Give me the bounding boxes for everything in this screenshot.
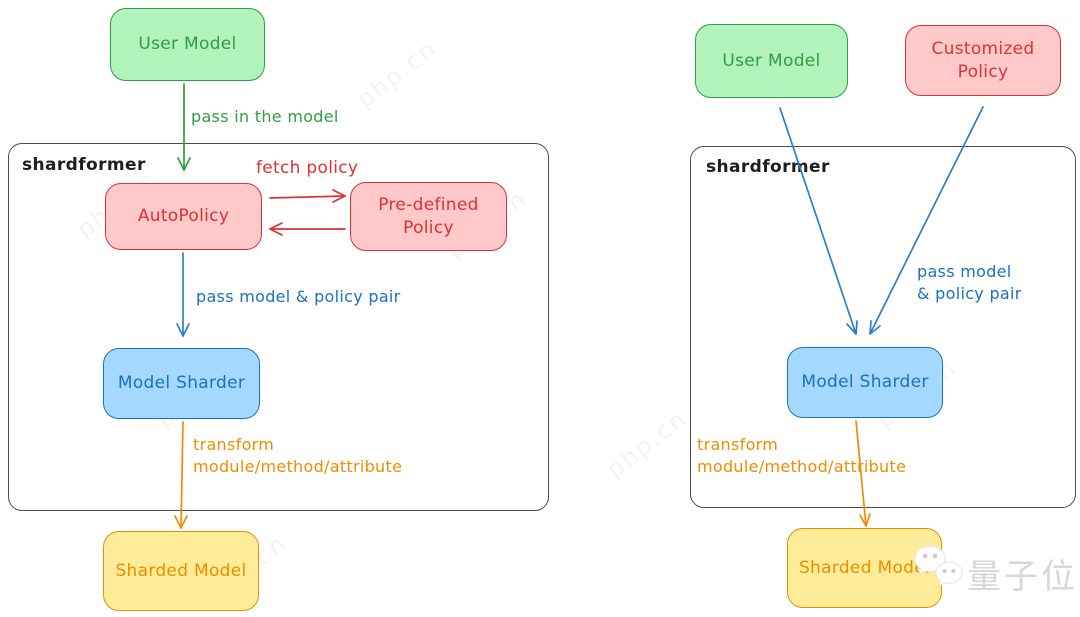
brand-watermark: 量子位 <box>913 544 1078 600</box>
sharded-model-node-left: Sharded Model <box>103 531 259 611</box>
site-watermark: php.cn <box>601 404 693 484</box>
pass-pair-label-left: pass model & policy pair <box>196 287 401 306</box>
chat-bubbles-icon <box>914 545 963 587</box>
site-watermark: php.cn <box>351 34 443 114</box>
model-sharder-node-left: Model Sharder <box>103 348 260 419</box>
sharded-model-node-right: Sharded Model <box>787 528 942 608</box>
fetch-policy-label: fetch policy <box>256 158 359 178</box>
frame-label-left: shardformer <box>22 155 146 175</box>
transform-label-left: transform module/method/attribute <box>193 435 403 477</box>
transform-label-right: transform module/method/attribute <box>697 435 907 477</box>
brand-watermark-text: 量子位 <box>967 557 1078 597</box>
frame-label-right: shardformer <box>706 157 830 177</box>
model-sharder-node-right: Model Sharder <box>787 347 943 418</box>
shardformer-frame-left <box>8 143 549 511</box>
predefined-policy-node: Pre-defined Policy <box>350 182 507 251</box>
user-model-node-right: User Model <box>695 24 848 98</box>
auto-policy-node: AutoPolicy <box>105 183 262 250</box>
user-model-node-left: User Model <box>110 8 265 81</box>
customized-policy-node: Customized Policy <box>905 25 1061 96</box>
pass-in-model-label: pass in the model <box>191 107 339 126</box>
pass-pair-label-right: pass model & policy pair <box>917 262 1022 304</box>
